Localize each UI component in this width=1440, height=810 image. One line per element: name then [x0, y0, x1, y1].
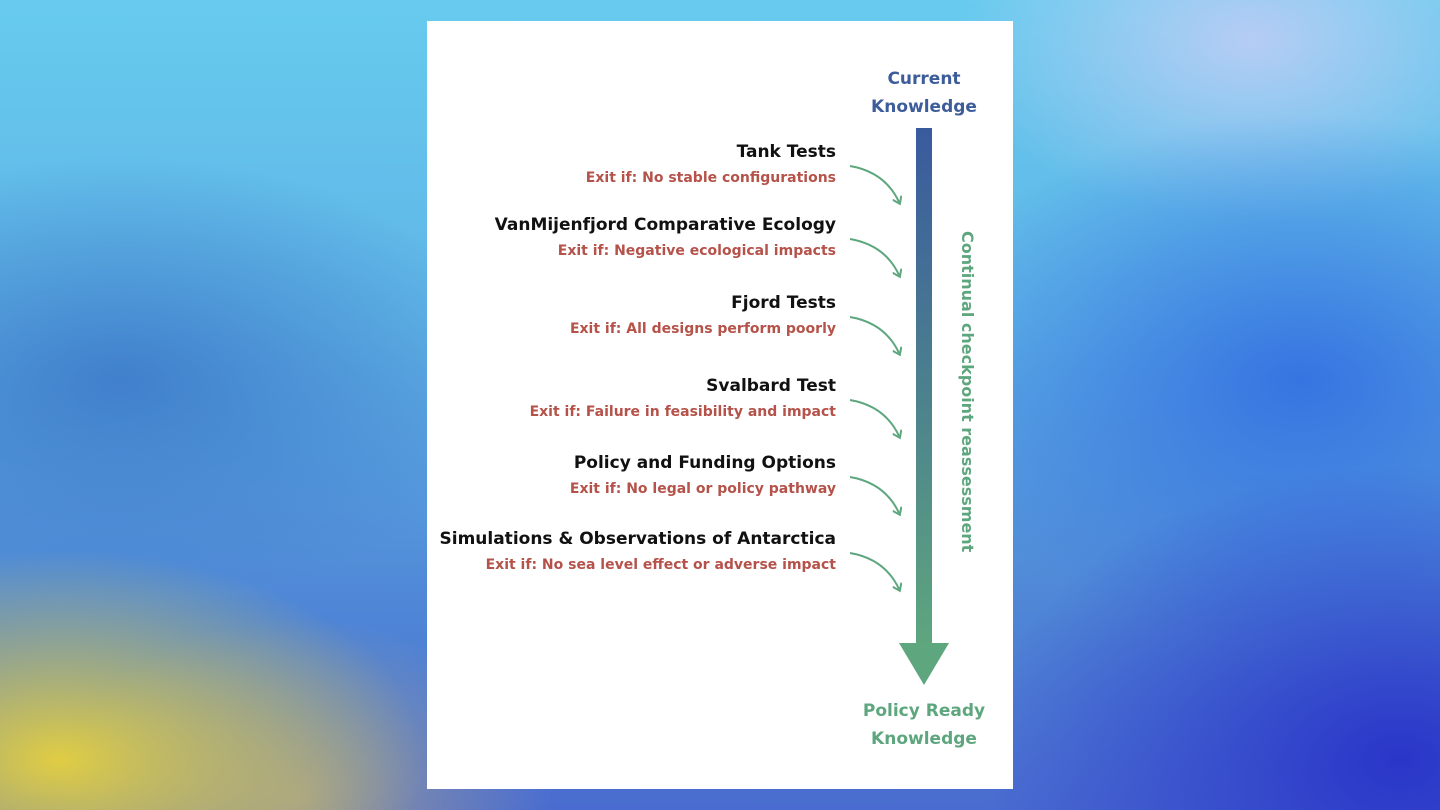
diagram-graphics [849, 128, 949, 685]
curved-arrow [849, 316, 899, 353]
start-label-line-2: Knowledge [871, 97, 977, 117]
stage-title: Tank Tests [736, 142, 836, 162]
stage-exit-condition: Exit if: All designs perform poorly [569, 321, 836, 337]
end-label-line-2: Knowledge [871, 729, 977, 749]
end-label: Policy Ready Knowledge [854, 697, 994, 753]
stage-exit-condition: Exit if: No sea level effect or adverse … [485, 557, 836, 573]
curved-arrow [849, 165, 899, 202]
stage-exit-condition: Exit if: Failure in feasibility and impa… [529, 404, 836, 420]
stage-title: Simulations & Observations of Antarctica [439, 529, 837, 549]
stage-exit-condition: Exit if: Negative ecological impacts [557, 243, 836, 259]
curved-arrow [849, 399, 899, 436]
diagram-card: Current Knowledge Policy Ready Knowledge… [427, 21, 1013, 789]
progress-arrow-shaft [916, 128, 932, 648]
stage-exit-condition: Exit if: No legal or policy pathway [569, 481, 836, 497]
curved-arrow [849, 238, 899, 275]
curved-arrows [849, 165, 899, 589]
stage-title: VanMijenfjord Comparative Ecology [494, 215, 836, 235]
checkpoint-reassessment-label: Continual checkpoint reassessment [958, 231, 977, 553]
start-label-line-1: Current [887, 69, 961, 89]
stage-exit-condition: Exit if: No stable configurations [585, 170, 836, 186]
curved-arrow [849, 476, 899, 513]
stage-title: Svalbard Test [706, 376, 836, 396]
stage-title: Policy and Funding Options [573, 453, 836, 473]
start-label: Current Knowledge [854, 65, 994, 121]
curved-arrow [849, 552, 899, 589]
stage-title: Fjord Tests [731, 293, 836, 313]
end-label-line-1: Policy Ready [862, 701, 986, 721]
progress-arrow-head [899, 643, 949, 685]
